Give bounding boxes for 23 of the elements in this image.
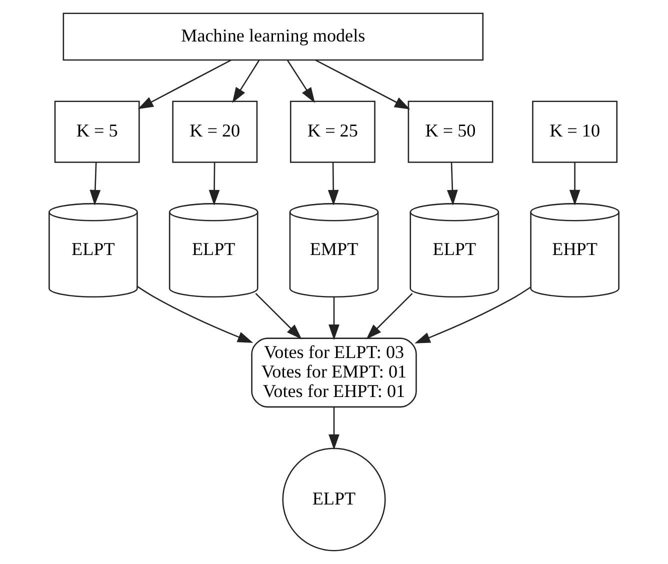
node-box: Machine learning models <box>62 12 484 61</box>
node-circle: ELPT <box>282 448 386 552</box>
arrow <box>366 293 413 340</box>
arrow <box>328 297 340 340</box>
arrow <box>287 60 315 103</box>
node-box: K = 5 <box>54 100 140 163</box>
arrow <box>414 286 531 344</box>
arrow <box>446 162 458 206</box>
arrow <box>315 60 410 110</box>
node-box: K = 25 <box>290 100 376 163</box>
arrow <box>208 162 220 206</box>
node-box: K = 10 <box>532 100 618 163</box>
node-box: Votes for ELPT: 03 Votes for EMPT: 01 Votes for EHPT: 01 <box>251 338 417 408</box>
arrow <box>569 162 580 206</box>
node-box: K = 50 <box>408 100 494 163</box>
arrow <box>328 407 340 450</box>
arrow <box>138 60 232 110</box>
node-box: K = 20 <box>172 100 258 163</box>
arrow <box>137 286 254 343</box>
arrow <box>232 60 260 103</box>
arrow <box>255 293 302 340</box>
arrow <box>90 162 101 206</box>
arrow <box>328 162 339 206</box>
